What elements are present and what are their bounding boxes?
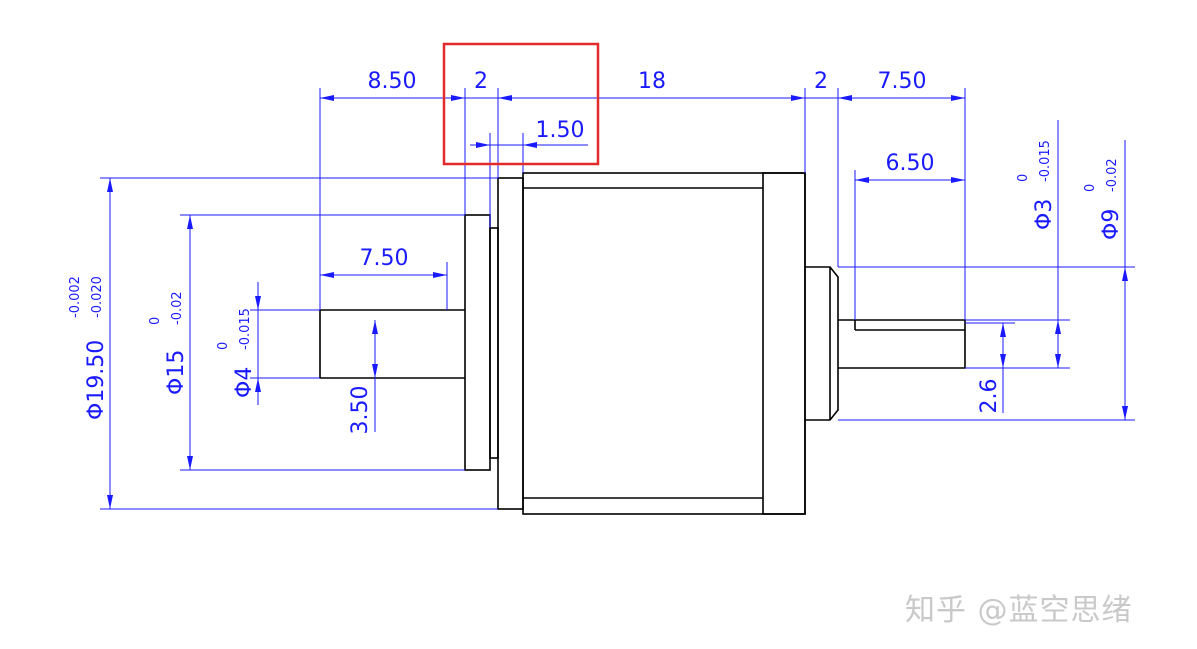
diameter-19-50-lower: -0.020 [90, 276, 105, 318]
dim-18: 18 [638, 69, 666, 94]
dim-8-50: 8.50 [368, 69, 417, 94]
dim-7-50-shaft-group: 7.50 [320, 246, 448, 310]
dim-2-6: 2.6 [977, 379, 1002, 414]
dim-2-right: 2 [814, 69, 828, 94]
dim-7-50-top: 7.50 [878, 69, 927, 94]
dim-2-left: 2 [474, 69, 488, 94]
diameter-15-group: Φ15 0 -0.02 [148, 214, 465, 471]
diameter-3-label: Φ3 [1032, 199, 1057, 230]
diameter-9-lower: -0.02 [1105, 158, 1120, 192]
dim-3-50: 3.50 [348, 386, 373, 435]
diameter-3-lower: -0.015 [1038, 140, 1053, 182]
diameter-19-50-label: Φ19.50 [84, 340, 109, 420]
diameter-9-label: Φ9 [1099, 209, 1124, 240]
diameter-19-50-group: Φ19.50 -0.002 -0.020 [68, 177, 498, 510]
diameter-4-upper: 0 [216, 342, 231, 350]
diameter-9-group: Φ9 0 -0.02 [838, 140, 1135, 421]
diameter-19-50-upper: -0.002 [68, 276, 83, 318]
dim-2-6-group: 2.6 [965, 322, 1015, 414]
watermark: 知乎 @蓝空思绪 [905, 593, 1133, 628]
diameter-15-lower: -0.02 [170, 291, 185, 325]
dim-6-50: 6.50 [886, 151, 935, 176]
diameter-4-group: Φ4 0 -0.015 [216, 282, 320, 405]
diameter-15-upper: 0 [148, 317, 163, 325]
top-dimension-chain: 8.50 2 18 2 7.50 [319, 69, 966, 320]
dim-6-50-group: 6.50 [854, 151, 965, 320]
dim-7-50-shaft: 7.50 [360, 246, 409, 271]
diameter-3-group: Φ3 0 -0.015 [965, 120, 1070, 369]
diameter-4-label: Φ4 [232, 367, 257, 398]
diameter-15-label: Φ15 [164, 350, 189, 395]
highlight-box [442, 42, 600, 166]
motor-outline [319, 172, 966, 515]
dim-1-50: 1.50 [536, 118, 585, 143]
diameter-4-lower: -0.015 [238, 308, 253, 350]
diameter-9-upper: 0 [1083, 184, 1098, 192]
diameter-3-upper: 0 [1016, 174, 1031, 182]
dim-3-50-group: 3.50 [348, 320, 378, 434]
dim-1-50-group: 1.50 [470, 118, 588, 228]
